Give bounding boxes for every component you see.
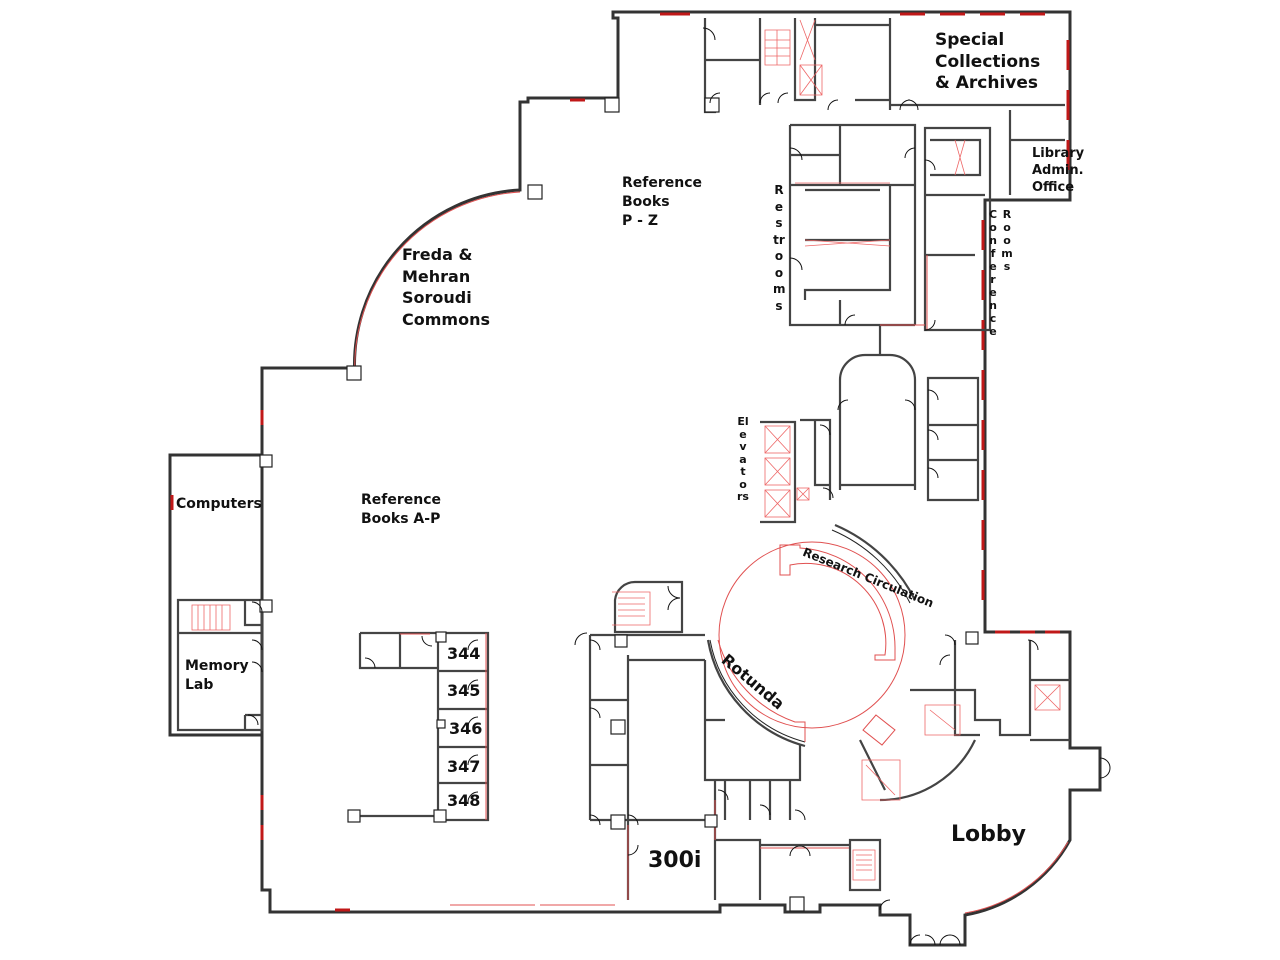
label-room-346[interactable]: 346: [449, 719, 483, 738]
label-room-347[interactable]: 347: [447, 757, 481, 776]
mid-east-rooms: [800, 353, 980, 502]
label-room-348[interactable]: 348: [447, 791, 481, 810]
window-segments: [170, 12, 1070, 914]
label-soroudi-commons[interactable]: Freda & Mehran Soroudi Commons: [402, 245, 490, 329]
label-room-300i[interactable]: 300i: [648, 848, 702, 873]
label-reference-books-p-z[interactable]: Reference Books P - Z: [622, 175, 703, 229]
label-special-collections[interactable]: Special Collections & Archives: [935, 30, 1041, 93]
exterior-walls: [168, 10, 1102, 947]
label-restrooms[interactable]: Restrooms: [773, 183, 786, 313]
label-elevators[interactable]: Elevators: [737, 415, 749, 503]
memory-lab-block: [176, 598, 264, 732]
elevator-bank: [760, 420, 810, 524]
west-rotunda-stair: [612, 580, 684, 634]
label-rooms[interactable]: Rooms: [1001, 208, 1013, 273]
label-computers[interactable]: Computers: [176, 496, 262, 512]
label-library-admin-office[interactable]: Library Admin. Office: [1032, 146, 1085, 195]
label-reference-books-a-p[interactable]: Reference Books A-P: [361, 492, 442, 527]
label-room-344[interactable]: 344: [447, 644, 481, 663]
south-central-rooms: [588, 633, 850, 900]
doors: [247, 27, 1111, 946]
label-conference[interactable]: Conference: [988, 208, 998, 338]
structural-pillars: [259, 97, 979, 912]
study-rooms-block: [347, 631, 490, 823]
label-memory-lab[interactable]: Memory Lab: [185, 658, 249, 693]
restroom-block: [788, 123, 992, 355]
rotunda: [706, 523, 916, 748]
label-room-345[interactable]: 345: [447, 681, 481, 700]
lobby-area: [848, 640, 1070, 892]
label-lobby[interactable]: Lobby: [951, 822, 1026, 847]
